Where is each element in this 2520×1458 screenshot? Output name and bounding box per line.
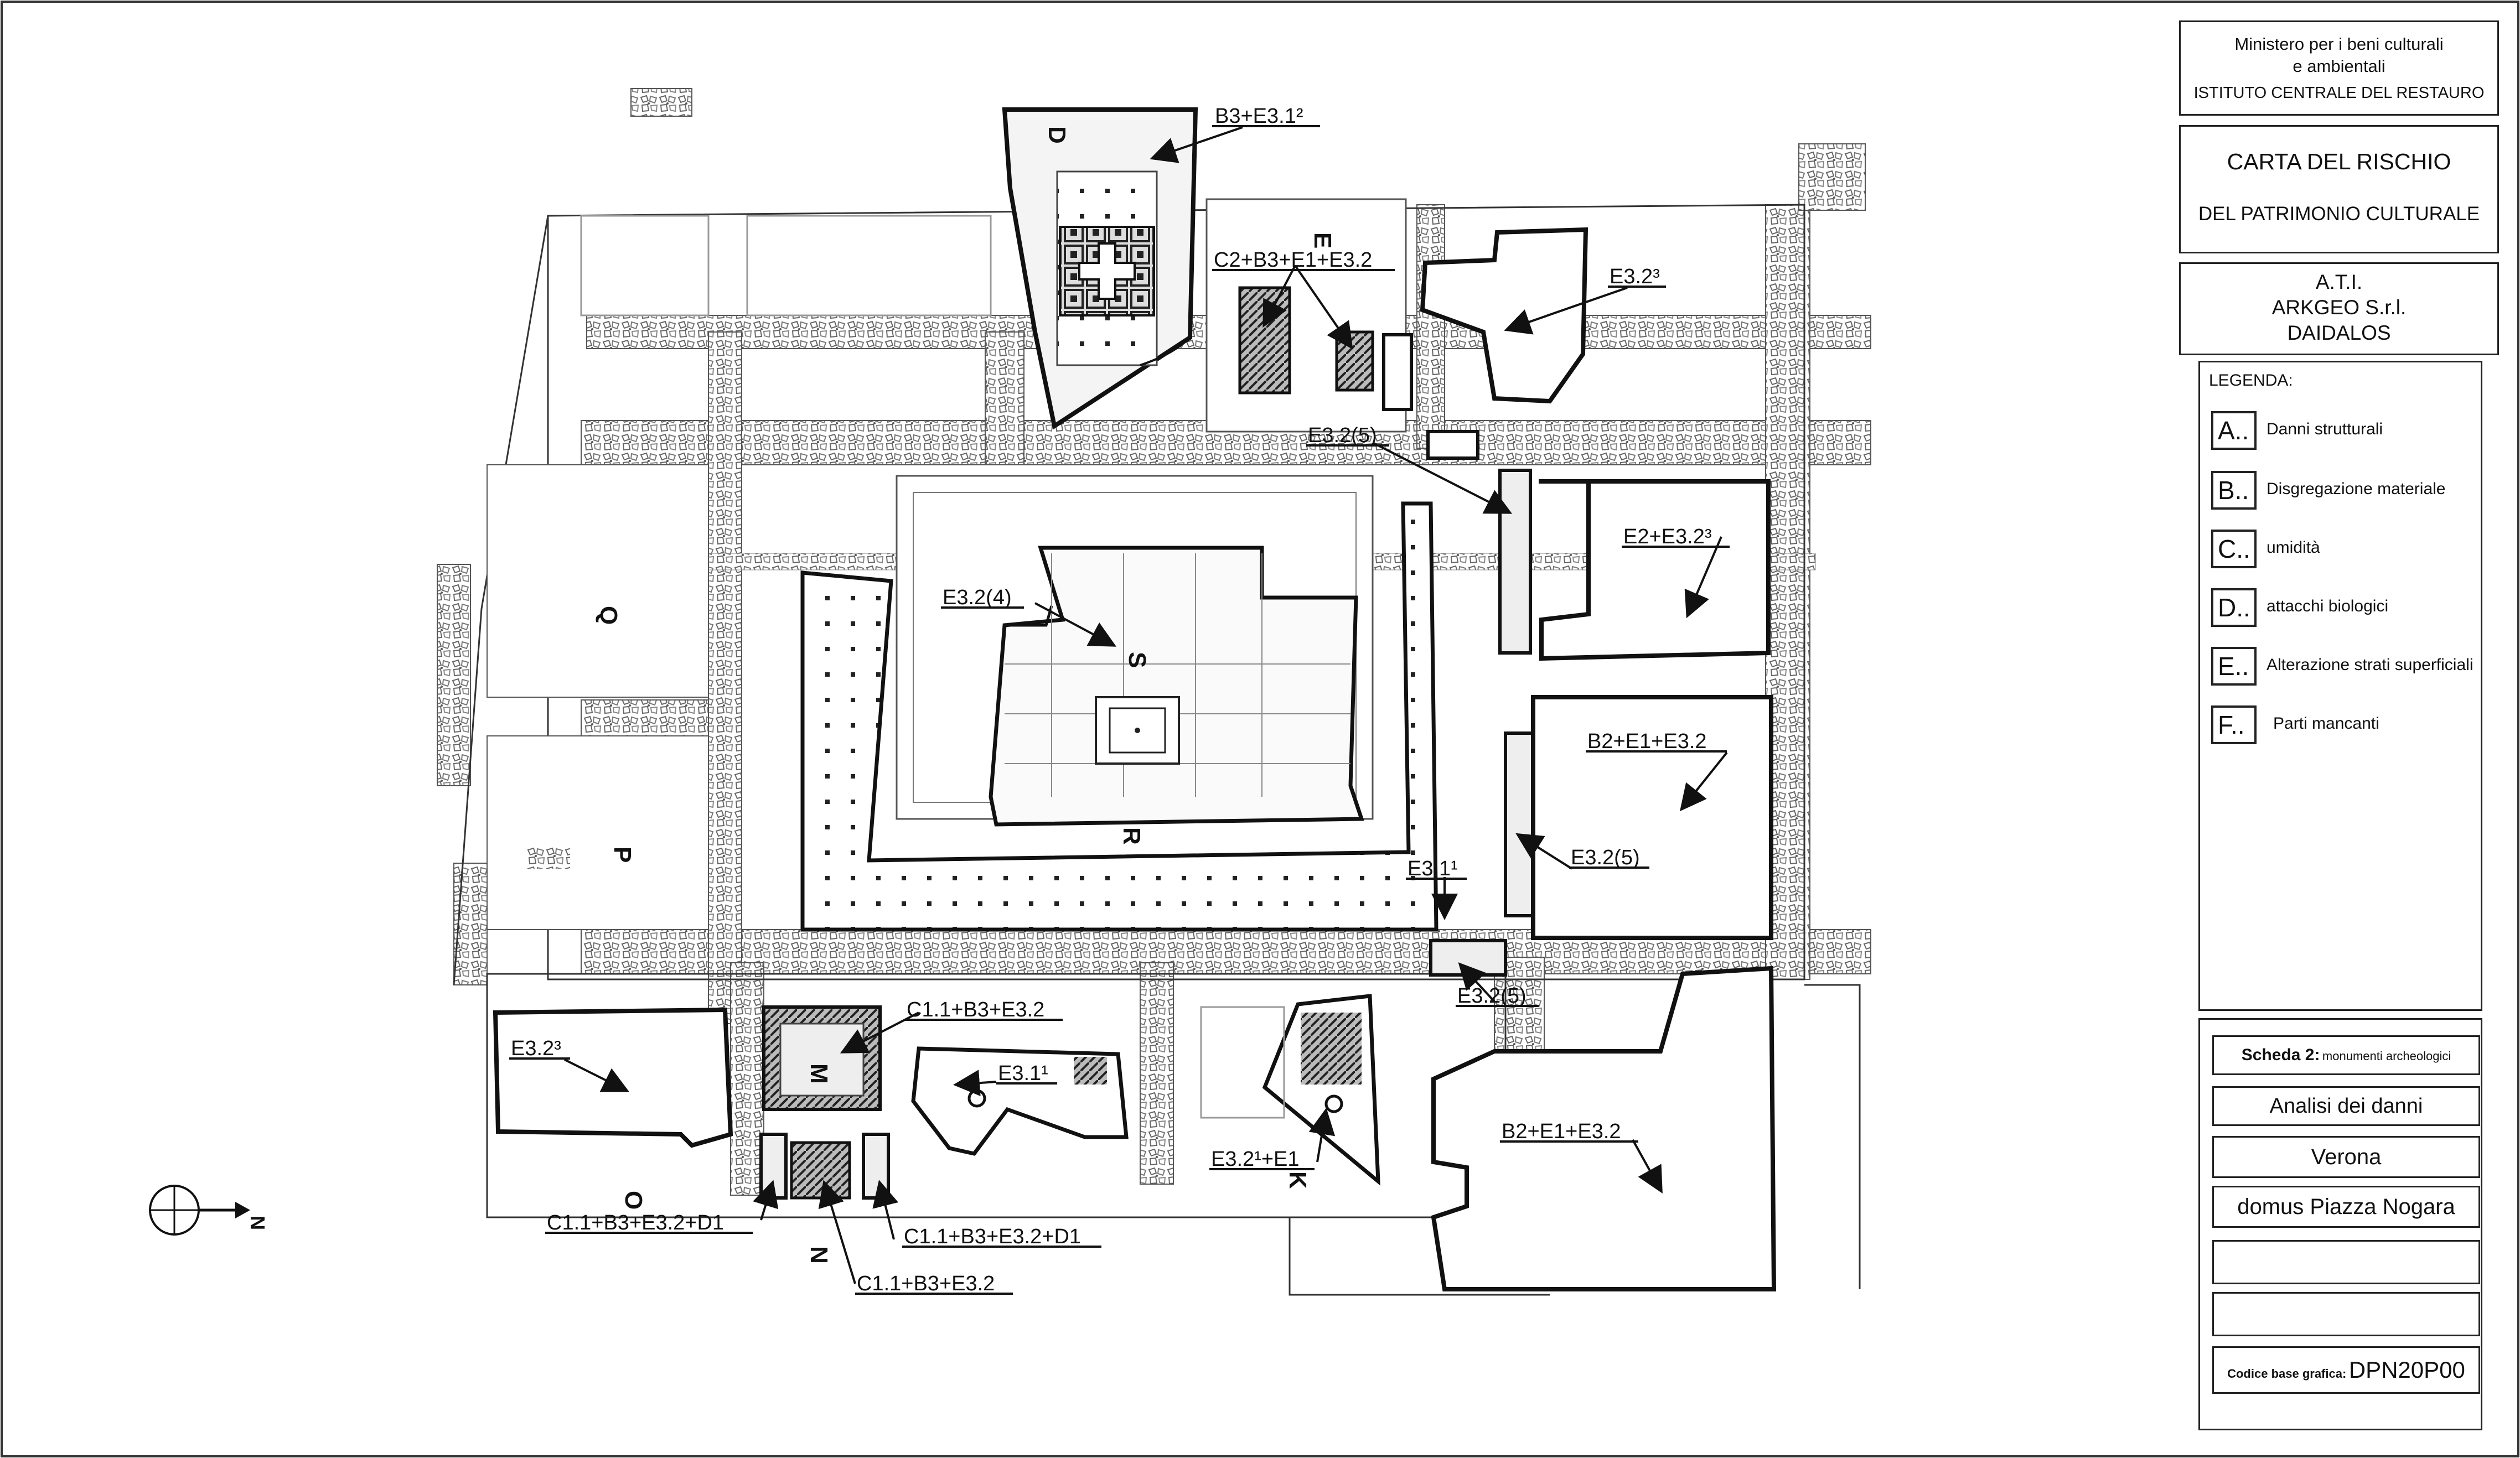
north-label: N: [246, 1216, 269, 1230]
zone-n-right: [862, 1133, 890, 1200]
label-c11-d1-right: C1.1+B3+E3.2+D1: [904, 1225, 1081, 1248]
room-letter-p: P: [609, 847, 636, 863]
leader-arrows: [564, 126, 1728, 1284]
sheet-info-panel: Scheda 2: monumenti archeologici Analisi…: [2198, 1018, 2482, 1430]
legend-panel: LEGENDA: A.. Danni strutturali B.. Disgr…: [2198, 361, 2482, 1011]
legend-title: LEGENDA:: [2209, 371, 2293, 390]
legend-code-e: E..: [2211, 647, 2257, 686]
label-b2-e1-e32-bot: B2+E1+E3.2: [1502, 1120, 1621, 1143]
strip-e32-5-lower: [1504, 731, 1538, 917]
company-panel: A.T.I. ARKGEO S.r.l. DAIDALOS: [2179, 262, 2499, 355]
label-e32-e1: E3.2¹+E1: [1211, 1148, 1300, 1171]
code-box: Codice base grafica: DPN20P00: [2212, 1346, 2480, 1394]
company-line3: DAIDALOS: [2287, 321, 2391, 344]
header-panel: Ministero per i beni culturali e ambient…: [2179, 20, 2499, 116]
zone-b2-e1-e32-mid: [1531, 695, 1773, 940]
zone-labels: B3+E3.1² C2+B3+E1+E3.2 E3.2³ E3.2(5) E3.…: [511, 105, 1712, 1295]
zone-e32-5-bot: [1429, 939, 1507, 977]
label-underlines: [509, 125, 1730, 1295]
scheda-value: monumenti archeologici: [2322, 1049, 2451, 1063]
label-e31-low: E3.1¹: [998, 1062, 1048, 1085]
scheda-box: Scheda 2: monumenti archeologici: [2212, 1035, 2480, 1075]
legend-text-f: Parti mancanti: [2273, 714, 2379, 733]
room-letter-s: S: [1124, 652, 1151, 668]
label-e32-5-mid: E3.2(5): [1571, 846, 1640, 869]
ministry-line1: Ministero per i beni culturali: [2234, 34, 2444, 54]
label-e32-left: E3.2³: [511, 1037, 561, 1060]
legend-text-a: Danni strutturali: [2267, 420, 2383, 438]
room-letter-q: Q: [595, 606, 622, 625]
legend-code-b: B..: [2211, 471, 2257, 510]
label-e32-5-bot: E3.2(5): [1457, 984, 1527, 1008]
company-line2: ARKGEO S.r.l.: [2271, 296, 2407, 319]
site-box: domus Piazza Nogara: [2212, 1186, 2480, 1228]
legend-code-f: F..: [2211, 705, 2257, 744]
label-c11-d1-left: C1.1+B3+E3.2+D1: [547, 1211, 724, 1234]
zone-b2-e1-e32-bot: [1431, 966, 1777, 1291]
zone-e2-e32: [1539, 479, 1771, 661]
room-letter-r: R: [1118, 827, 1145, 845]
room-letter-o: O: [620, 1191, 647, 1210]
ministry-line2: e ambientali: [2293, 56, 2386, 76]
legend-text-d: attacchi biologici: [2267, 597, 2389, 615]
title-line2: DEL PATRIMONIO CULTURALE: [2198, 203, 2480, 225]
room-letter-e: E: [1309, 232, 1336, 248]
zone-e32-top: [1420, 227, 1588, 404]
zone-n-left: [759, 1133, 788, 1200]
label-c11-b3-e32-m: C1.1+B3+E3.2: [907, 998, 1044, 1021]
label-b2-e1-e32-mid: B2+E1+E3.2: [1587, 730, 1707, 753]
zone-e32-left: [493, 1007, 733, 1148]
label-c2-b3-e1-e32: C2+B3+E1+E3.2: [1214, 248, 1372, 272]
legend-text-b: Disgregazione materiale: [2267, 480, 2446, 498]
label-c11-b3-e32-n: C1.1+B3+E3.2: [857, 1272, 995, 1295]
label-e32-5-top: E3.2(5): [1308, 424, 1377, 447]
room-letter-k: K: [1284, 1171, 1311, 1189]
title-line1: CARTA DEL RISCHIO: [2227, 149, 2451, 174]
code-value: DPN20P00: [2348, 1357, 2465, 1383]
analysis-box: Analisi dei danni: [2212, 1086, 2480, 1126]
label-e32-top: E3.2³: [1610, 265, 1660, 288]
zone-n-center: [790, 1141, 851, 1200]
room-d: [1002, 107, 1198, 430]
empty-box-2: [2212, 1292, 2480, 1336]
label-e32-4: E3.2(4): [943, 586, 1012, 609]
north-arrow-icon: [149, 1185, 250, 1236]
code-label: Codice base grafica:: [2227, 1367, 2347, 1381]
courtyard: [800, 475, 1438, 932]
legend-code-c: C..: [2211, 530, 2257, 568]
rooms-q-p: [487, 464, 709, 930]
legend-code-d: D..: [2211, 588, 2257, 627]
room-letter-d: D: [1043, 126, 1070, 144]
empty-box-1: [2212, 1240, 2480, 1284]
company-line1: A.T.I.: [2315, 271, 2363, 293]
room-letter-m: M: [805, 1063, 832, 1084]
room-letter-n: N: [805, 1246, 832, 1264]
label-e2-e32: E2+E3.2³: [1623, 525, 1712, 548]
institute-name: ISTITUTO CENTRALE DEL RESTAURO: [2193, 84, 2485, 102]
label-e31-mid: E3.1¹: [1408, 857, 1458, 880]
legend-text-c: umidità: [2267, 538, 2320, 557]
room-letters: D E Q P S R M K N O N: [246, 126, 1336, 1264]
city-box: Verona: [2212, 1136, 2480, 1178]
legend-text-e: Alterazione strati superficiali: [2267, 656, 2474, 674]
room-e: [1205, 198, 1413, 433]
scheda-label: Scheda 2:: [2241, 1046, 2320, 1064]
faint-outlines: [580, 215, 1285, 1119]
strip-e32-5-upper: [1498, 469, 1532, 655]
legend-code-a: A..: [2211, 411, 2257, 450]
zone-e32-5-top: [1426, 430, 1479, 460]
label-b3-e31: B3+E3.1²: [1215, 105, 1303, 128]
title-panel: CARTA DEL RISCHIO DEL PATRIMONIO CULTURA…: [2179, 125, 2499, 253]
